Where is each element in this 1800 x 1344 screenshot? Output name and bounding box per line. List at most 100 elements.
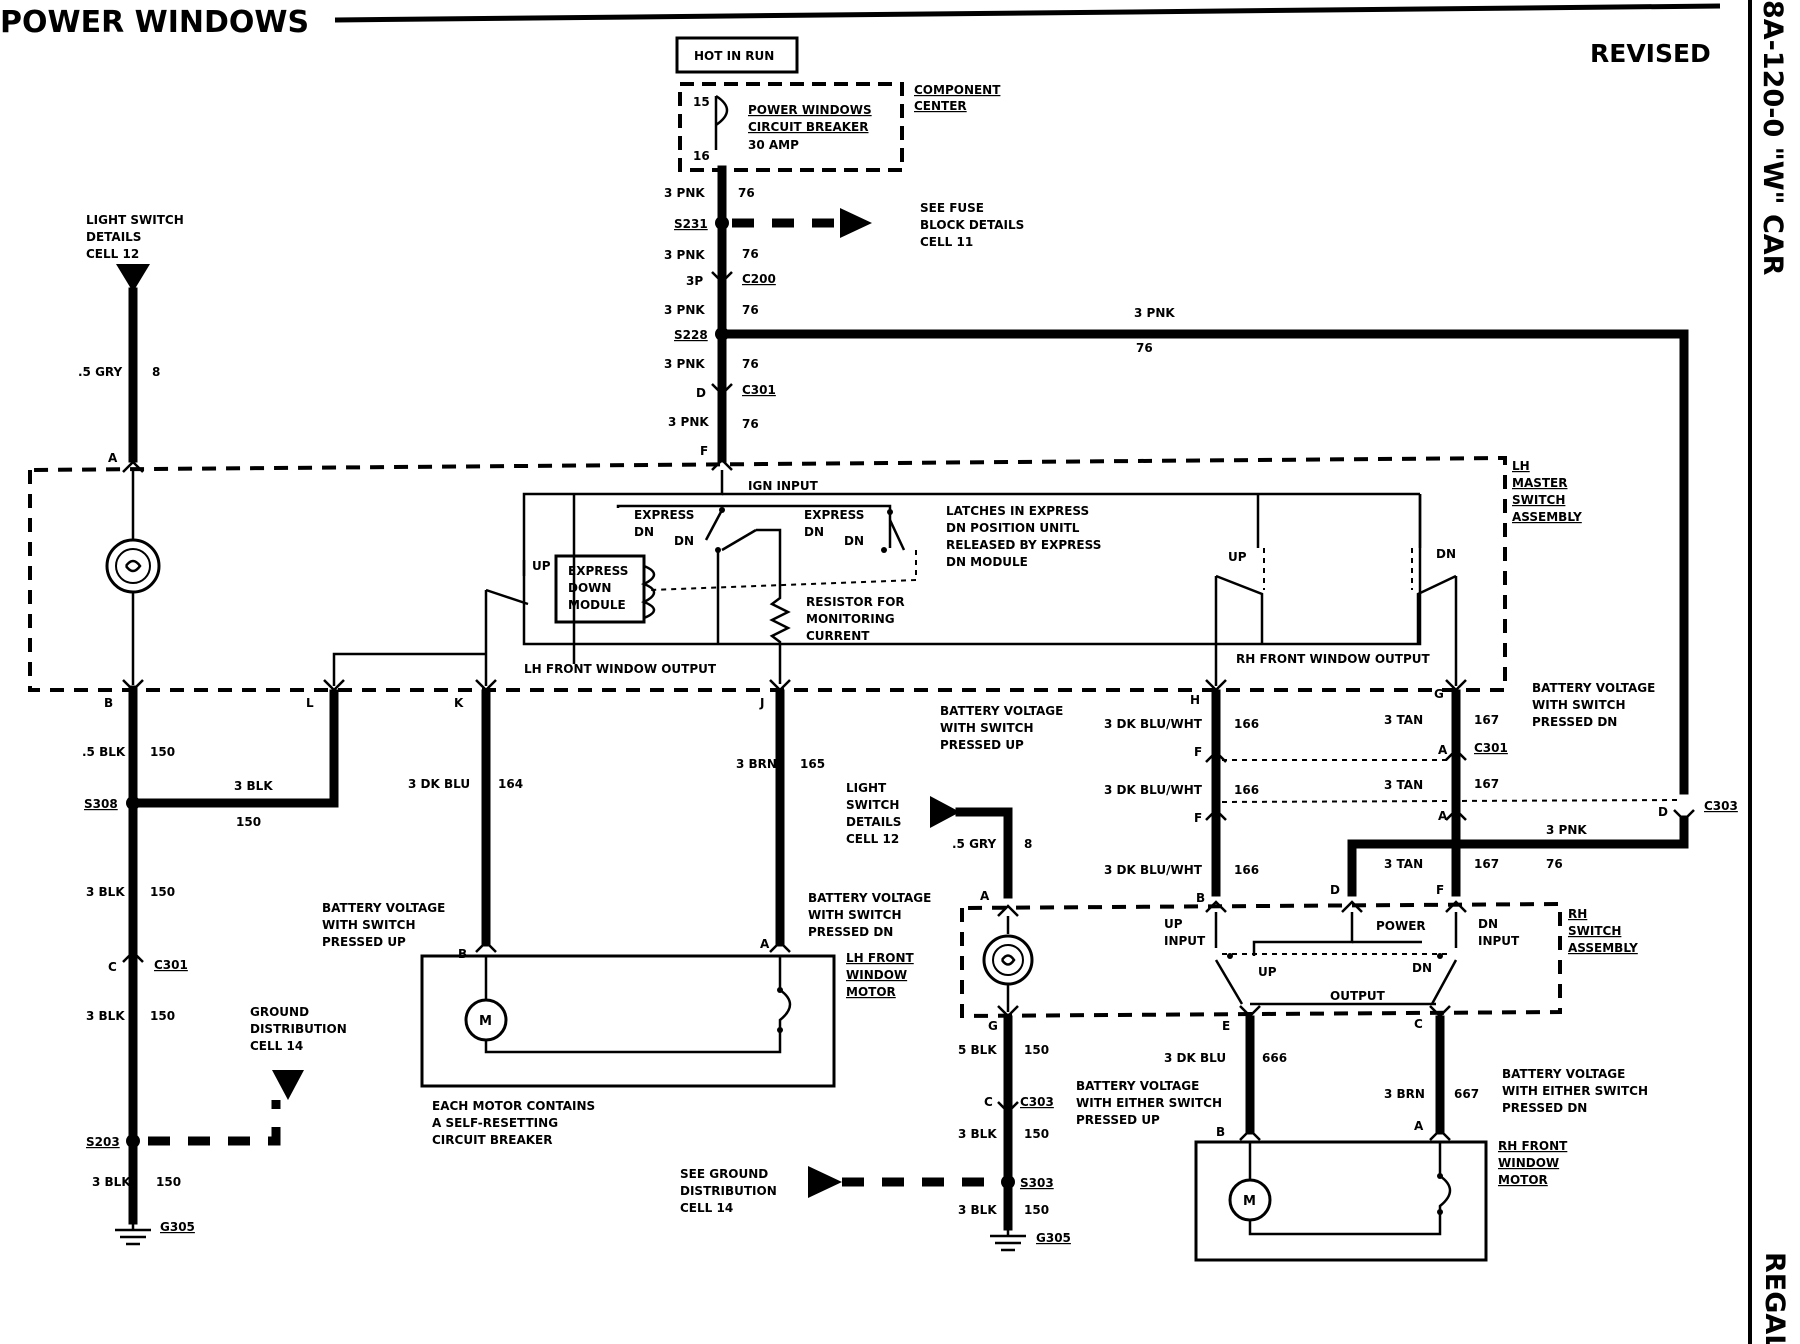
rh-motor-m: M — [1243, 1194, 1256, 1209]
rh-dn-blade — [1416, 574, 1457, 644]
lh-master-pin-a: A — [108, 451, 118, 465]
wire-8-lh-label: .5 GRY — [78, 365, 123, 379]
c303-pnk-pin: D — [1658, 805, 1668, 819]
lh-motor-dot-b — [777, 1027, 783, 1033]
sw1-blade — [704, 509, 724, 541]
express-switch-1 — [616, 504, 892, 548]
rh-motor-pin-a-chevron — [1429, 1128, 1451, 1141]
rh-up-input-l1: UP — [1164, 917, 1183, 931]
connector-c301-lh — [122, 950, 144, 963]
rh-motor-dot-a — [1437, 1173, 1443, 1179]
wire-166-a-label: 3 DK BLU/WHT — [1104, 717, 1203, 731]
rh-batt-dn-l2: WITH SWITCH — [1532, 698, 1626, 712]
wire-150-e-circ: 150 — [156, 1175, 181, 1189]
rh-sw-pin-e: E — [1222, 1019, 1230, 1033]
side-code: 8A-120-0 "W" CAR — [1757, 0, 1788, 276]
rh-dn-input-l1: DN — [1478, 917, 1498, 931]
rh-motor-l2: WINDOW — [1498, 1156, 1559, 1170]
either-dn-l2: WITH EITHER SWITCH — [1502, 1084, 1648, 1098]
wire-166-c-label: 3 DK BLU/WHT — [1104, 863, 1203, 877]
wire-150-c-label: 3 BLK — [86, 885, 125, 899]
lh-master-pin-f: F — [700, 444, 708, 458]
rh-motor-return — [1248, 1220, 1442, 1236]
rh-power-label: POWER — [1376, 919, 1426, 933]
lh-master-l1: LH — [1512, 459, 1530, 473]
express-down-module — [554, 554, 646, 624]
rh-wire-150-a-circ: 150 — [1024, 1043, 1049, 1057]
lh-motor-l2: WINDOW — [846, 968, 907, 982]
illumination-lamp-inner — [115, 548, 151, 584]
rh-switch-l3: ASSEMBLY — [1568, 941, 1638, 955]
rh-batt-up-l2: WITH SWITCH — [940, 721, 1034, 735]
side-model: REGAL — [1759, 1252, 1790, 1344]
c303-rh-connector-line — [1221, 799, 1681, 803]
wire-164-label: 3 DK BLU — [408, 777, 470, 791]
rh-lamp-filament — [1000, 954, 1016, 966]
rh-sw-up-label: UP — [1258, 965, 1277, 979]
rh-light-circ: 8 — [1024, 837, 1032, 851]
connector-c301-top — [711, 383, 733, 396]
wire-76-a-label: 3 PNK — [664, 186, 705, 200]
wire-76-rh-power — [1347, 815, 1689, 897]
c301-rh-166-pin: F — [1194, 745, 1202, 759]
breaker-pin-16: 16 — [693, 149, 710, 163]
c303-rh-167-pin: A — [1438, 809, 1448, 823]
wire-76-c-label: 3 PNK — [664, 303, 705, 317]
rh-feed-pnk-circ: 76 — [1136, 341, 1153, 355]
wire-167-c-label: 3 TAN — [1384, 857, 1423, 871]
lh-master-l4: ASSEMBLY — [1512, 510, 1582, 524]
rh-switch-l1: RH — [1568, 907, 1587, 921]
splice-s231 — [715, 216, 729, 230]
hot-in-run-label: HOT IN RUN — [694, 49, 774, 63]
current-resistor — [769, 590, 791, 684]
lh-batt-dn-l1: BATTERY VOLTAGE — [808, 891, 931, 905]
fuse-ref-l2: BLOCK DETAILS — [920, 218, 1024, 232]
lh-up-switch — [485, 560, 529, 606]
rh-batt-up-l1: BATTERY VOLTAGE — [940, 704, 1063, 718]
rh-illumination-lamp-inner — [992, 944, 1024, 976]
rh-light-l3: DETAILS — [846, 815, 901, 829]
wire-150-pin-l — [135, 689, 339, 808]
s303-label: S303 — [1020, 1176, 1054, 1190]
lh-motor-pin-a-chevron — [769, 940, 791, 953]
master-pin-g: G — [1434, 687, 1444, 701]
ground-g305-rh — [990, 1226, 1026, 1252]
sw2-link — [756, 528, 782, 590]
latch-link — [649, 550, 917, 591]
lh-motor-l1: LH FRONT — [846, 951, 915, 965]
bus-left-return — [522, 494, 1422, 646]
c301-rh-label: C301 — [1474, 741, 1508, 755]
ign-input-label: IGN INPUT — [748, 479, 819, 493]
c301-rh-166-chevron — [1205, 750, 1227, 763]
splice-s203 — [126, 1134, 140, 1148]
rh-illumination-lamp — [982, 934, 1034, 986]
express-dn-2a: EXPRESS — [804, 508, 864, 522]
rh-light-wire: .5 GRY — [952, 837, 997, 851]
rh-sw-pin-f-chevron — [1445, 900, 1467, 913]
wire-667-label: 3 BRN — [1384, 1087, 1425, 1101]
page-title: POWER WINDOWS — [0, 5, 309, 40]
wire-666-circ: 666 — [1262, 1051, 1287, 1065]
lh-motor-pin-a: A — [760, 937, 770, 951]
c303-rh-gnd-pin: C — [984, 1095, 993, 1109]
c301-top-pin: D — [696, 386, 706, 400]
wire-76-a-circ: 76 — [738, 186, 755, 200]
s308-label: S308 — [84, 797, 118, 811]
hot-in-run-box — [675, 36, 799, 74]
wire-167-a-circ: 167 — [1474, 713, 1499, 727]
gnd-dist-arrow — [272, 1070, 304, 1100]
g305-lh-label: G305 — [160, 1220, 195, 1234]
lh-output-line — [332, 652, 486, 686]
resistor-l1: RESISTOR FOR — [806, 595, 905, 609]
edm-l2: DOWN — [568, 581, 611, 595]
lh-batt-dn-l3: PRESSED DN — [808, 925, 893, 939]
gnd-dist-wire — [148, 1100, 281, 1146]
rh-motor-pin-a: A — [1414, 1119, 1424, 1133]
rh-sw-power-bus — [1252, 912, 1354, 956]
rh-up-label: UP — [1228, 550, 1247, 564]
master-pin-l: L — [306, 696, 314, 710]
rh-wire-150-c-circ: 150 — [1024, 1203, 1049, 1217]
lh-master-l2: MASTER — [1512, 476, 1568, 490]
rh-wire-150-a-label: 5 BLK — [958, 1043, 997, 1057]
breaker-label-3: 30 AMP — [748, 138, 799, 152]
